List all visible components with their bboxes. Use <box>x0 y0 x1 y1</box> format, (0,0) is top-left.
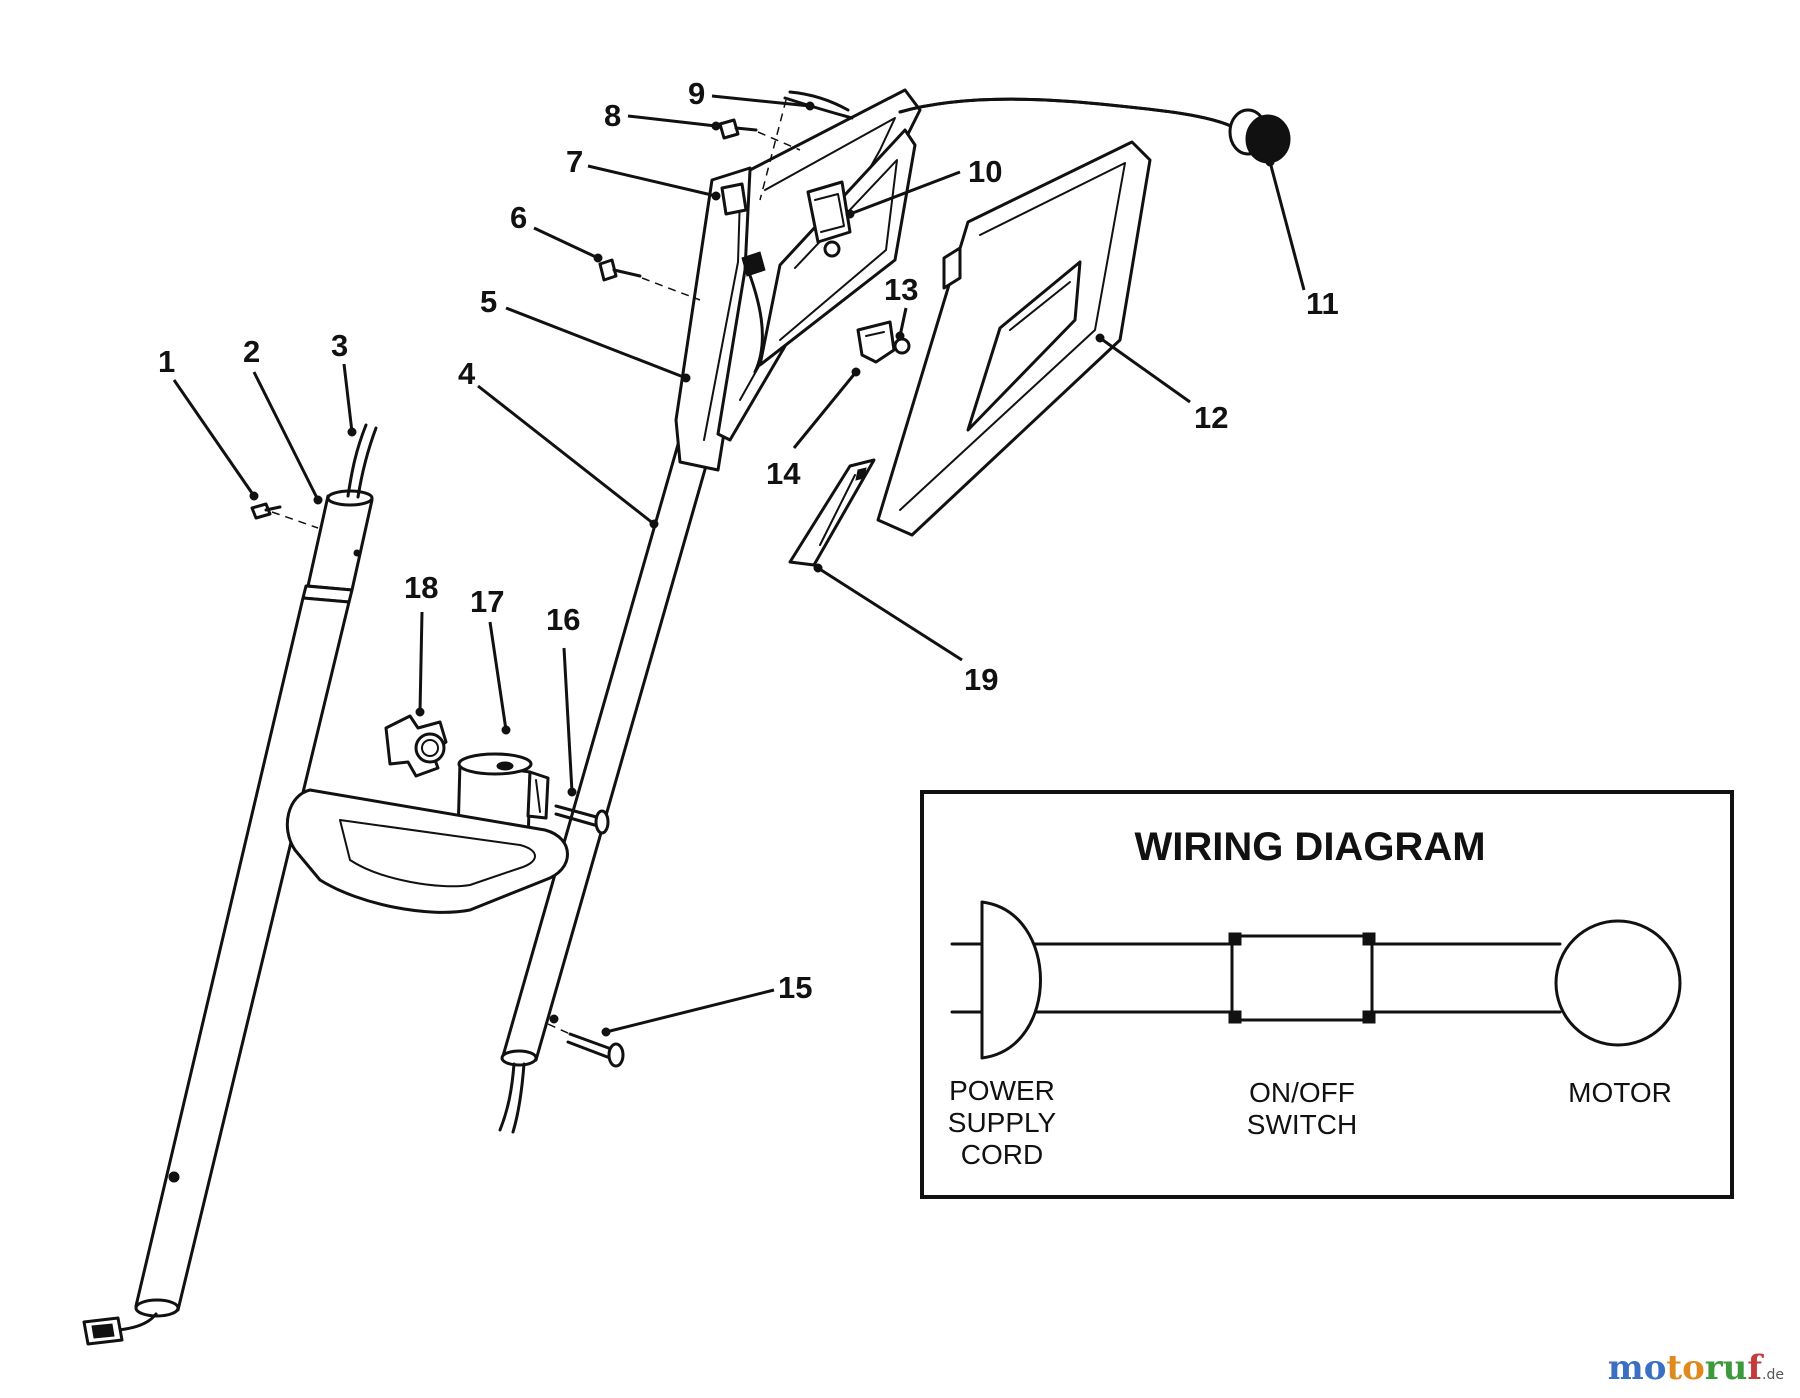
part-18-knob <box>384 714 448 778</box>
part-label-13: 13 <box>884 272 918 307</box>
part-label-17: 17 <box>470 584 504 619</box>
part-14-clip <box>856 320 911 364</box>
part-16-bolt <box>554 804 610 835</box>
part-label-2: 2 <box>243 334 260 369</box>
part-label-15: 15 <box>778 970 812 1005</box>
part-label-5: 5 <box>480 284 497 319</box>
part-label-4: 4 <box>458 356 476 391</box>
on-off-switch-label-line1: ON/OFF <box>1249 1077 1355 1108</box>
part-9-screw <box>759 90 854 201</box>
part-label-10: 10 <box>968 154 1002 189</box>
part-label-18: 18 <box>404 570 438 605</box>
part-1-screw <box>250 502 319 529</box>
watermark-part-1: mo <box>1607 1348 1667 1388</box>
part-label-7: 7 <box>566 144 583 179</box>
lower-handle-tube <box>82 423 378 1346</box>
part-label-12: 12 <box>1194 400 1228 435</box>
part-label-16: 16 <box>546 602 580 637</box>
motor-label: MOTOR <box>1568 1077 1672 1108</box>
power-cord <box>898 97 1291 164</box>
power-supply-cord-symbol <box>980 900 1042 1060</box>
motor-symbol <box>1554 919 1682 1047</box>
on-off-switch-symbol <box>1230 934 1374 1022</box>
watermark-part-4: f <box>1747 1348 1763 1388</box>
wiring-diagram-title: WIRING DIAGRAM <box>1134 825 1485 869</box>
power-supply-cord-label-line3: CORD <box>961 1139 1043 1170</box>
part-12-bail-handle <box>876 140 1152 537</box>
part-label-3: 3 <box>331 328 348 363</box>
part-19-slide <box>788 458 876 567</box>
on-off-switch-label-line2: SWITCH <box>1247 1109 1357 1140</box>
part-label-11: 11 <box>1306 286 1339 321</box>
part-label-19: 19 <box>964 662 998 697</box>
part-6-screw <box>598 258 701 301</box>
watermark-part-2: to <box>1666 1348 1705 1388</box>
watermark-suffix: .de <box>1762 1367 1784 1383</box>
part-number-labels: 1 2 3 4 5 6 7 8 9 10 11 12 13 14 15 16 1… <box>158 76 1339 1005</box>
leader-lines <box>172 94 1306 1037</box>
part-label-1: 1 <box>158 344 175 379</box>
part-label-9: 9 <box>688 76 705 111</box>
part-label-8: 8 <box>604 98 621 133</box>
part-15-bolt <box>547 1023 625 1068</box>
part-17-cord-holder <box>285 752 569 914</box>
watermark-logo: motoruf.de <box>1608 1348 1784 1388</box>
power-supply-cord-label-line2: SUPPLY <box>948 1107 1057 1138</box>
watermark-part-3: ru <box>1704 1348 1748 1388</box>
part-8-screw <box>718 118 801 151</box>
part-label-6: 6 <box>510 200 527 235</box>
switch-housing <box>674 88 922 472</box>
wiring-diagram: WIRING DIAGRAM POWER SUPPLY CORD ON/OFF … <box>920 790 1734 1199</box>
power-supply-cord-label-line1: POWER <box>949 1075 1055 1106</box>
part-label-14: 14 <box>766 456 801 491</box>
